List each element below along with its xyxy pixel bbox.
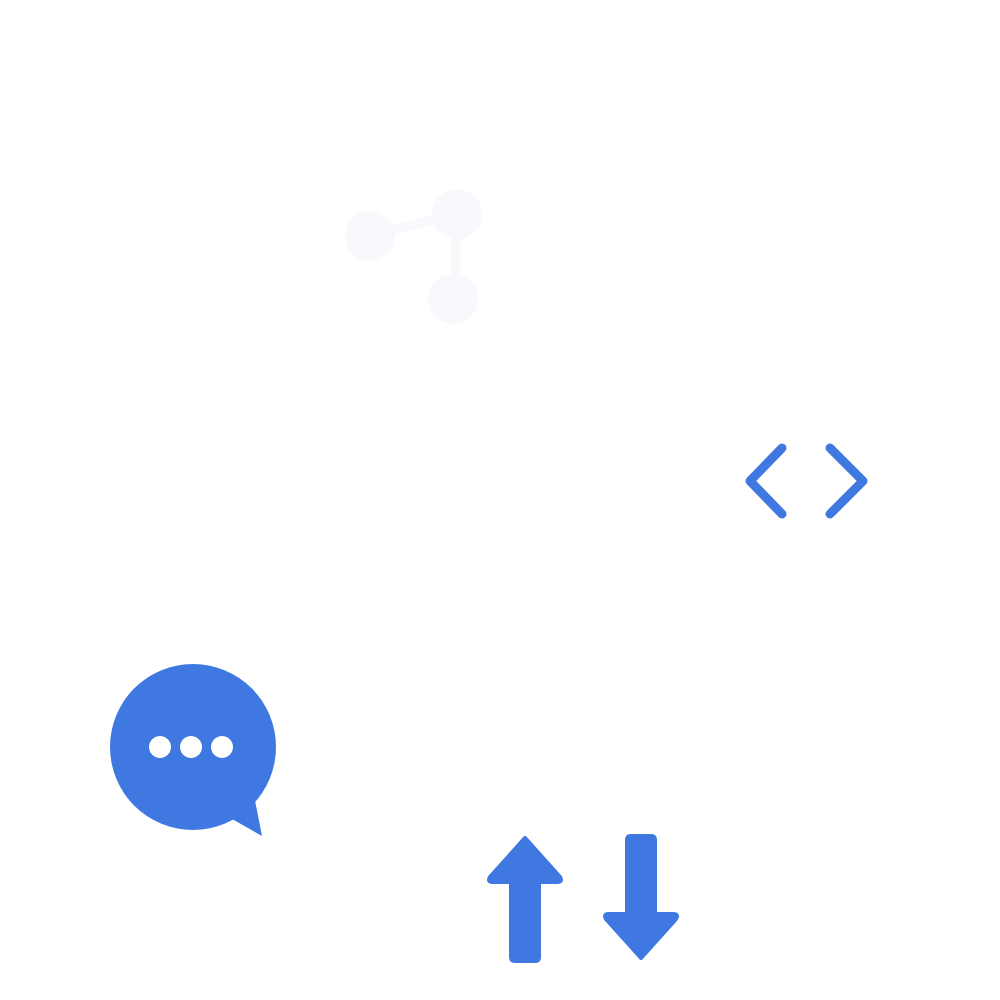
chat-bubble-icon [100,655,280,845]
sort-arrows-icon [480,825,690,970]
share-icon [330,180,500,340]
code-icon [730,430,880,530]
